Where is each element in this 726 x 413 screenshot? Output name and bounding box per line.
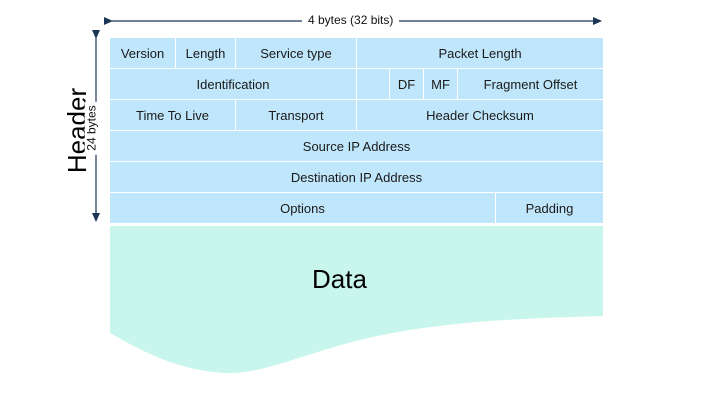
identification-field: Identification	[110, 69, 356, 99]
service-type-field: Service type	[236, 38, 356, 68]
source-ip-field: Source IP Address	[110, 131, 603, 161]
fragment-offset-field: Fragment Offset	[458, 69, 603, 99]
header-checksum-field: Header Checksum	[357, 100, 603, 130]
ttl-field: Time To Live	[110, 100, 235, 130]
spacer-field	[357, 69, 389, 99]
data-area	[110, 226, 603, 374]
padding-field: Padding	[496, 193, 603, 223]
width-label: 4 bytes (32 bits)	[302, 13, 400, 27]
options-field: Options	[110, 193, 495, 223]
mf-flag-field: MF	[424, 69, 457, 99]
df-flag-field: DF	[390, 69, 423, 99]
transport-field: Transport	[236, 100, 356, 130]
data-label: Data	[312, 264, 367, 294]
version-field: Version	[110, 38, 175, 68]
length-field: Length	[176, 38, 235, 68]
destination-ip-field: Destination IP Address	[110, 162, 603, 192]
height-label: 24 bytes	[84, 101, 99, 155]
packet-length-field: Packet Length	[357, 38, 603, 68]
